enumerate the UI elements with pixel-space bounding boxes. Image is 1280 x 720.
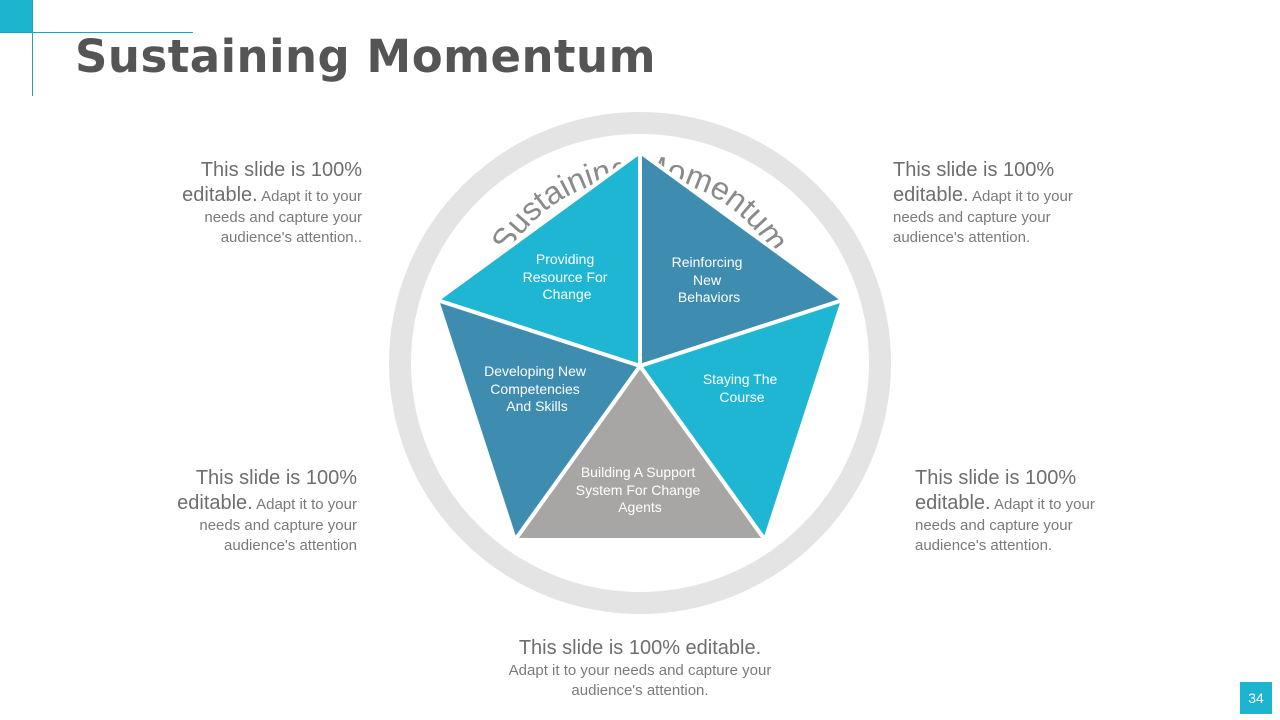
segment-label-staying-course: Staying The Course bbox=[703, 371, 781, 405]
text-block-top-left: This slide is 100% editable. Adapt it to… bbox=[162, 158, 362, 248]
text-block-body: Adapt it to your needs and capture your … bbox=[204, 188, 362, 246]
text-block-lead: This slide is 100% editable. bbox=[177, 467, 357, 514]
text-block-lead: This slide is 100% editable. bbox=[915, 467, 1077, 514]
segment-developing-competencies bbox=[435, 298, 642, 542]
text-block-bottom-center: This slide is 100% editable. Adapt it to… bbox=[490, 636, 790, 701]
page-title: Sustaining Momentum bbox=[75, 30, 656, 83]
corner-accent-line-horizontal bbox=[0, 32, 193, 33]
corner-accent-square bbox=[0, 0, 32, 32]
text-block-body: Adapt it to your needs and capture your … bbox=[508, 662, 772, 699]
segment-label-reinforcing-behaviors: Reinforcing New Behaviors bbox=[672, 254, 747, 305]
corner-accent-line-vertical bbox=[32, 0, 33, 96]
text-block-bottom-right: This slide is 100% editable. Adapt it to… bbox=[915, 466, 1115, 556]
text-block-top-right: This slide is 100% editable. Adapt it to… bbox=[893, 158, 1093, 248]
text-block-lead: This slide is 100% editable. bbox=[893, 159, 1055, 206]
outer-ring bbox=[389, 112, 891, 614]
segment-label-building-support: Building A Support System For Change Age… bbox=[576, 464, 704, 515]
segment-label-providing-resource: Providing Resource For Change bbox=[523, 251, 612, 302]
text-block-lead: This slide is 100% editable. bbox=[518, 637, 762, 659]
page-number: 34 bbox=[1240, 682, 1272, 714]
segment-label-developing-competencies: Developing New Competencies And Skills bbox=[484, 363, 590, 414]
text-block-lead: This slide is 100% editable. bbox=[182, 159, 362, 206]
text-block-body: Adapt it to your needs and capture your … bbox=[915, 496, 1095, 554]
text-block-body: Adapt it to your needs and capture your … bbox=[893, 188, 1073, 246]
text-block-bottom-left: This slide is 100% editable. Adapt it to… bbox=[157, 466, 357, 556]
text-block-body: Adapt it to your needs and capture your … bbox=[199, 496, 357, 554]
